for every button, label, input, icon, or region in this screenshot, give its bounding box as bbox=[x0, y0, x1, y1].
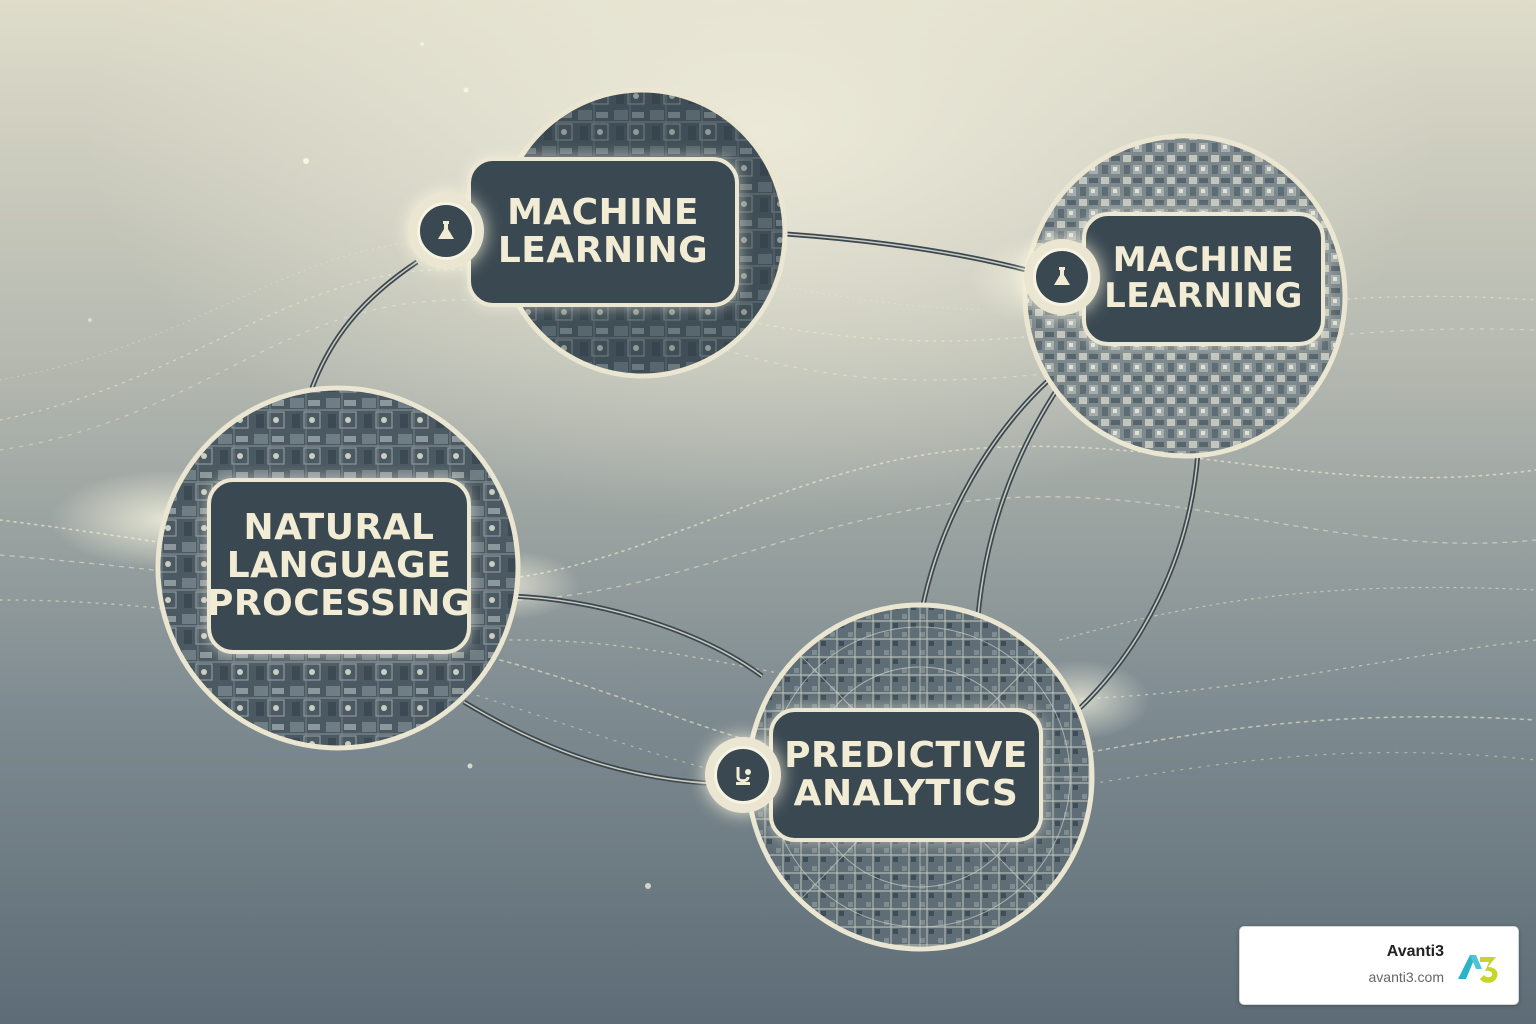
flask-icon bbox=[438, 221, 454, 239]
flask-icon bbox=[1054, 267, 1070, 285]
label-machine-learning-1-text: MACHINE LEARNING bbox=[497, 192, 709, 271]
label-nlp-text: NATURAL LANGUAGE PROCESSING bbox=[206, 507, 472, 624]
label-machine-learning-2: MACHINE LEARNING bbox=[1082, 212, 1325, 346]
analytics-icon bbox=[736, 767, 751, 785]
avanti3-logo bbox=[1458, 955, 1498, 983]
label-machine-learning-2-text: MACHINE LEARNING bbox=[1104, 240, 1303, 316]
badge-machine-learning-2 bbox=[1024, 239, 1100, 315]
brand-card[interactable]: Avanti3 avanti3.com bbox=[1239, 926, 1519, 1005]
label-machine-learning-1: MACHINE LEARNING bbox=[467, 157, 739, 307]
badge-predictive-analytics bbox=[705, 737, 781, 813]
brand-name: Avanti3 bbox=[1386, 943, 1444, 960]
brand-url[interactable]: avanti3.com bbox=[1368, 969, 1444, 985]
label-predictive-analytics-text: PREDICTIVE ANALYTICS bbox=[784, 735, 1028, 814]
label-nlp: NATURAL LANGUAGE PROCESSING bbox=[207, 478, 471, 654]
badge-machine-learning-1 bbox=[408, 193, 484, 269]
label-predictive-analytics: PREDICTIVE ANALYTICS bbox=[769, 708, 1043, 842]
